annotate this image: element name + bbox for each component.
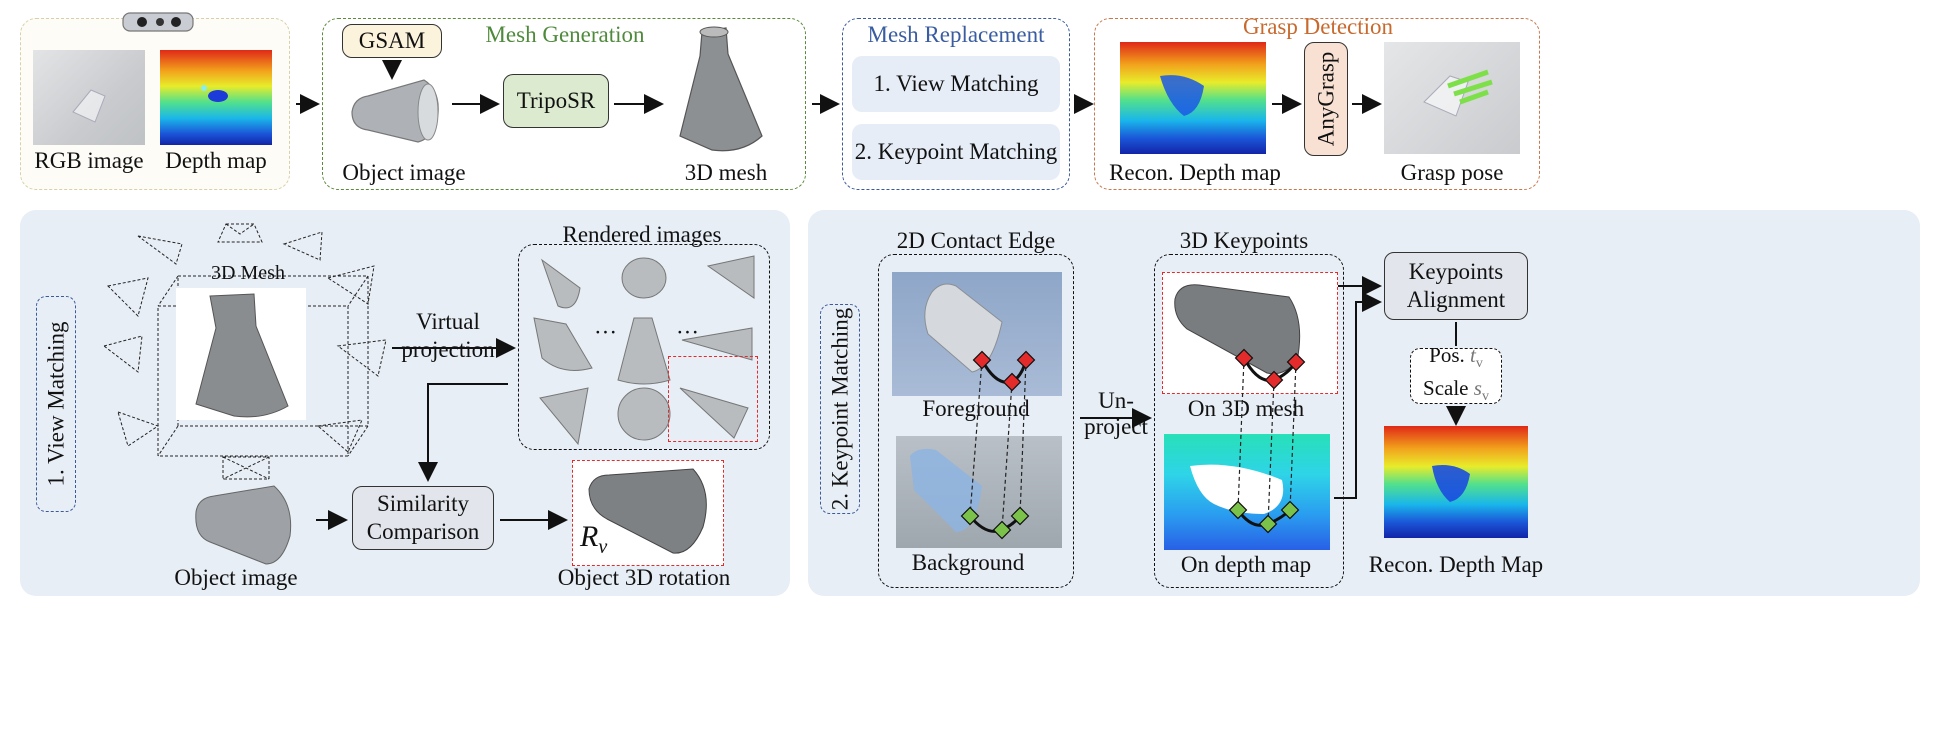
- scale-label: Scale: [1423, 376, 1469, 400]
- anygrasp-box: AnyGrasp: [1304, 42, 1348, 156]
- gsam-box: GSAM: [342, 24, 442, 58]
- object-3d-rotation-label: Object 3D rotation: [557, 565, 731, 590]
- pos-sub: v: [1475, 356, 1483, 371]
- bottom-camera-icon: [222, 456, 272, 482]
- rendered-view-thumbnails: [522, 248, 766, 446]
- pos-row: Pos. tv: [1429, 343, 1483, 376]
- keypoint-matching-step: 2. Keypoint Matching: [852, 124, 1060, 180]
- selected-render-highlight: [668, 356, 758, 442]
- pos-scale-box: Pos. tv Scale sv: [1410, 343, 1502, 404]
- scale-row: Scale sv: [1423, 376, 1489, 409]
- mesh-generation-title: Mesh Generation: [485, 22, 645, 47]
- grasp-detection-panel: [1094, 18, 1540, 190]
- rendered-images-title: Rendered images: [562, 222, 722, 247]
- rgb-image: [33, 50, 145, 145]
- mesh-replacement-title: Mesh Replacement: [867, 22, 1045, 47]
- grasp-pose-image: [1384, 42, 1520, 154]
- rotation-symbol-main: R: [580, 520, 599, 553]
- contact-edge-title: 2D Contact Edge: [896, 228, 1056, 253]
- foreground-label: Foreground: [922, 396, 1030, 421]
- object-image-bottom: [186, 480, 306, 572]
- grasp-detection-title: Grasp Detection: [1242, 14, 1394, 39]
- contact-edge-group: [878, 254, 1074, 588]
- similarity-comparison-box: Similarity Comparison: [352, 486, 494, 550]
- rendered-ellipsis-left: ···: [594, 320, 617, 345]
- object-image-label: Object image: [342, 160, 466, 185]
- 3d-mesh-label: 3D mesh: [684, 160, 768, 185]
- background-image: [896, 436, 1062, 548]
- keypoint-matching-side-tag: 2. Keypoint Matching: [820, 304, 860, 514]
- on-mesh-label: On 3D mesh: [1187, 396, 1305, 421]
- depth-camera-icon: [122, 10, 194, 34]
- recon-depth-map-label-top: Recon. Depth map: [1109, 160, 1281, 185]
- mesh-cube-label: 3D Mesh: [211, 262, 285, 284]
- mesh-replacement-panel: [842, 18, 1070, 190]
- rendered-images-group: [518, 244, 770, 450]
- generated-3d-mesh: [672, 24, 772, 158]
- grasp-pose-label: Grasp pose: [1400, 160, 1504, 185]
- pos-symbol: t: [1470, 342, 1476, 367]
- depth-map: [160, 50, 272, 145]
- pos-label: Pos.: [1429, 342, 1465, 367]
- virtual-projection-label: Virtual projection: [401, 309, 495, 362]
- view-matching-side-tag: 1. View Matching: [36, 296, 76, 512]
- rotation-symbol-sub: v: [598, 536, 608, 558]
- scale-symbol: s: [1473, 376, 1482, 400]
- keypoints-alignment-box: Keypoints Alignment: [1384, 252, 1528, 320]
- recon-depth-map-bottom: [1384, 426, 1528, 538]
- object-image-bottom-label: Object image: [174, 565, 298, 590]
- red-keypoint-markers: [972, 348, 1306, 392]
- keypoints-on-mesh-image: [1162, 272, 1338, 394]
- mesh-generation-panel: [322, 18, 806, 190]
- rotation-symbol: Rv: [580, 520, 607, 559]
- recon-depth-map-bottom-label: Recon. Depth Map: [1368, 552, 1544, 577]
- keypoint-correspondence-lines: [969, 357, 1297, 531]
- depth-map-label: Depth map: [165, 148, 267, 173]
- view-matching-step: 1. View Matching: [852, 56, 1060, 112]
- object-image-bottle: [344, 72, 444, 152]
- arrow-depth-to-alignment: [1334, 292, 1382, 499]
- center-3d-mesh: [176, 288, 306, 420]
- rendered-ellipsis-right: ···: [676, 320, 699, 345]
- triposr-box: TripoSR: [503, 74, 609, 128]
- recon-depth-map-top: [1120, 42, 1266, 154]
- rgb-image-label: RGB image: [34, 148, 144, 173]
- arrow-render-to-similarity: [418, 383, 508, 482]
- background-label: Background: [911, 550, 1025, 575]
- keypoints-on-depth-image: [1164, 434, 1330, 550]
- 3d-keypoints-title: 3D Keypoints: [1179, 228, 1309, 253]
- on-depth-label: On depth map: [1180, 552, 1312, 577]
- foreground-image: [892, 272, 1062, 396]
- object-3d-rotation-image: [572, 460, 724, 566]
- 3d-keypoints-group: [1154, 254, 1344, 588]
- scale-sub: v: [1481, 389, 1489, 405]
- camera-frustum-icons: [102, 223, 387, 453]
- green-keypoint-markers: [960, 500, 1300, 540]
